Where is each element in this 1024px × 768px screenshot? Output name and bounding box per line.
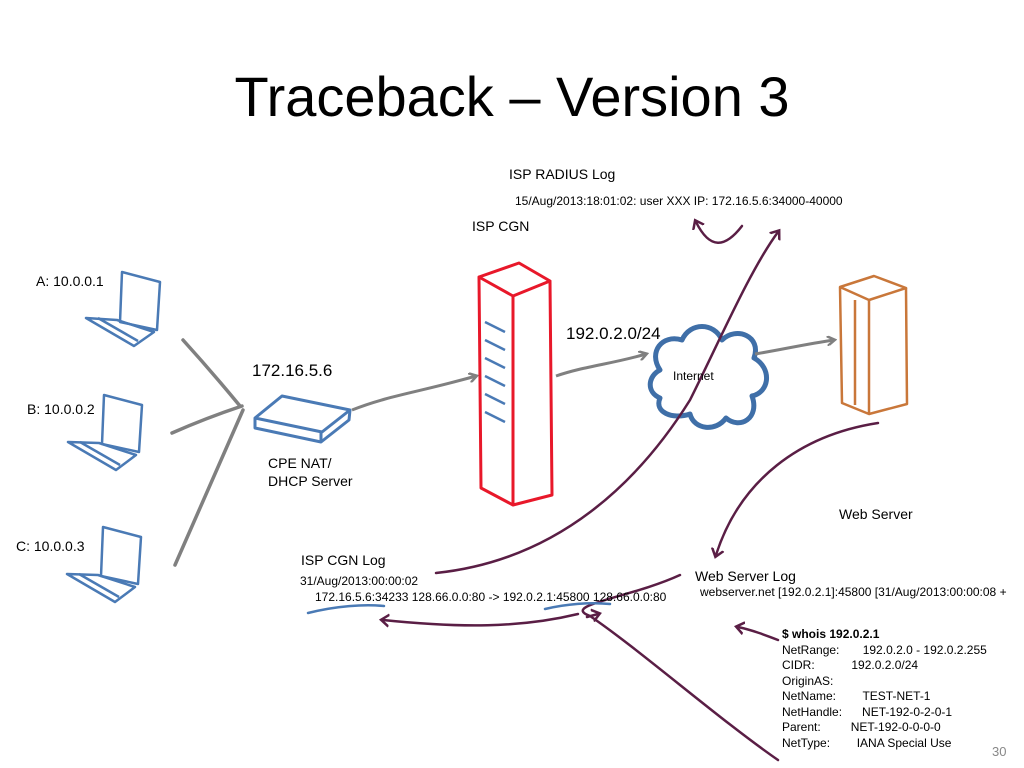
cpe-label-line1: CPE NAT/ xyxy=(268,455,332,471)
cloud-icon xyxy=(647,324,769,430)
isp-cgn-label: ISP CGN xyxy=(472,218,530,234)
public-network-label: 192.0.2.0/24 xyxy=(566,324,661,343)
cgn-log-date: 31/Aug/2013:00:00:02 xyxy=(300,574,419,588)
cpe-ip-label: 172.16.5.6 xyxy=(252,361,333,380)
web-log-entry: webserver.net [192.0.2.1]:45800 [31/Aug/… xyxy=(700,585,1007,599)
whois-command: $ whois 192.0.2.1 xyxy=(782,627,880,641)
isp-cgn-log-label: ISP CGN Log xyxy=(301,552,386,568)
host-links xyxy=(170,338,245,567)
whois-output: $ whois 192.0.2.1 NetRange: 192.0.2.0 - … xyxy=(782,627,987,751)
internet-label: Internet xyxy=(673,369,714,383)
web-server-label: Web Server xyxy=(839,506,913,522)
log-underlines xyxy=(306,601,612,615)
host-a-label: A: 10.0.0.1 xyxy=(36,273,104,289)
cgn-to-internet-arrow xyxy=(555,354,646,378)
laptop-icon xyxy=(66,393,144,472)
traceback-arrows xyxy=(383,222,880,762)
host-c-label: C: 10.0.0.3 xyxy=(16,538,85,554)
host-b-label: B: 10.0.0.2 xyxy=(27,401,95,417)
laptop-icon xyxy=(65,525,143,604)
cpe-to-cgn-arrow xyxy=(351,376,476,412)
whois-row: NetName: TEST-NET-1 xyxy=(782,689,931,703)
cpe-label-line2: DHCP Server xyxy=(268,473,353,489)
cgn-log-entry: 172.16.5.6:34233 128.66.0.0:80 -> 192.0.… xyxy=(315,590,667,604)
whois-row: Parent: NET-192-0-0-0-0 xyxy=(782,720,941,734)
internet-to-webserver-arrow xyxy=(754,340,834,356)
server-tower-icon xyxy=(838,274,909,416)
slide-number: 30 xyxy=(992,744,1007,759)
whois-row: NetType: IANA Special Use xyxy=(782,735,952,750)
isp-radius-log-label: ISP RADIUS Log xyxy=(509,166,616,182)
whois-row: NetRange: 192.0.2.0 - 192.0.2.255 xyxy=(782,642,987,657)
web-server-log-label: Web Server Log xyxy=(695,568,796,584)
laptop-icon xyxy=(84,270,162,348)
router-icon xyxy=(253,394,352,444)
radius-log-entry: 15/Aug/2013:18:01:02: user XXX IP: 172.1… xyxy=(515,194,843,208)
whois-row: NetHandle: NET-192-0-2-0-1 xyxy=(782,704,953,719)
whois-row: OriginAS: xyxy=(782,673,834,688)
whois-row: CIDR: 192.0.2.0/24 xyxy=(782,658,919,672)
server-tower-icon xyxy=(477,261,554,507)
slide-title: Traceback – Version 3 xyxy=(234,65,790,128)
